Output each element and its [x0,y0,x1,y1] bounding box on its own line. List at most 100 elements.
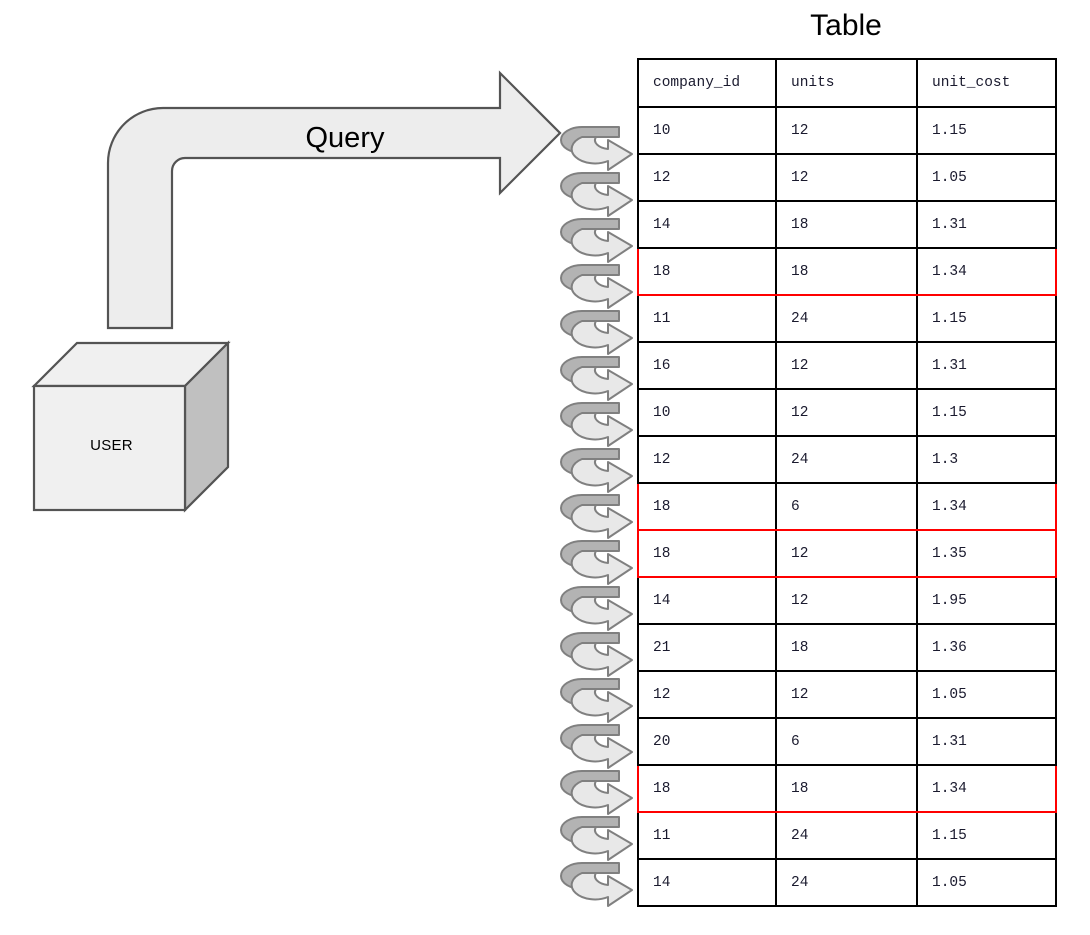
cell-unit-cost: 1.05 [916,153,1057,202]
spiral-coil [560,448,633,493]
cell-unit-cost: 1.31 [916,341,1057,390]
column-header-unit-cost: unit_cost [916,58,1057,108]
cell-units: 12 [775,341,918,390]
cell-company-id: 16 [637,341,777,390]
cell-company-id: 21 [637,623,777,672]
spiral-coil [560,172,633,217]
spiral-coil [560,540,633,585]
cell-company-id: 12 [637,153,777,202]
user-box-label: USER [90,437,133,454]
cell-units: 6 [775,717,918,766]
cell-unit-cost: 1.05 [916,858,1057,907]
cell-company-id: 12 [637,435,777,484]
cell-company-id: 18 [637,529,777,578]
table-header: company_id units unit_cost [637,58,1057,108]
spiral-coil [560,862,633,907]
cell-unit-cost: 1.95 [916,576,1057,625]
cell-units: 18 [775,623,918,672]
cell-units: 18 [775,247,918,296]
user-cube [31,340,231,513]
cell-unit-cost: 1.34 [916,247,1057,296]
cell-company-id: 14 [637,858,777,907]
spiral-coil [560,816,633,861]
cell-units: 18 [775,764,918,813]
spiral-coil [560,356,633,401]
cell-units: 24 [775,294,918,343]
cell-units: 6 [775,482,918,531]
cell-company-id: 11 [637,294,777,343]
spiral-coil [560,126,633,171]
spiral-coil [560,724,633,769]
column-header-company-id: company_id [637,58,777,108]
cell-company-id: 18 [637,247,777,296]
cell-units: 12 [775,153,918,202]
cell-company-id: 10 [637,106,777,155]
cell-unit-cost: 1.3 [916,435,1057,484]
spiral-coil [560,310,633,355]
cell-unit-cost: 1.15 [916,106,1057,155]
cell-units: 12 [775,106,918,155]
table-header-row: company_id units unit_cost [637,58,1057,108]
cell-units: 18 [775,200,918,249]
cell-unit-cost: 1.15 [916,388,1057,437]
spiral-coil [560,770,633,815]
spiral-coil [560,586,633,631]
cell-unit-cost: 1.31 [916,200,1057,249]
spiral-coil [560,402,633,447]
cell-units: 12 [775,529,918,578]
cell-company-id: 12 [637,670,777,719]
table-title: Table [810,9,882,42]
cell-company-id: 20 [637,717,777,766]
cell-company-id: 10 [637,388,777,437]
cell-unit-cost: 1.15 [916,811,1057,860]
query-arrow-label: Query [305,122,385,154]
cell-unit-cost: 1.34 [916,764,1057,813]
cell-unit-cost: 1.35 [916,529,1057,578]
cell-unit-cost: 1.05 [916,670,1057,719]
cell-units: 12 [775,388,918,437]
spiral-coil [560,678,633,723]
cell-company-id: 14 [637,576,777,625]
cell-unit-cost: 1.15 [916,294,1057,343]
spiral-coil [560,632,633,677]
cell-units: 24 [775,811,918,860]
cell-unit-cost: 1.31 [916,717,1057,766]
cell-unit-cost: 1.36 [916,623,1057,672]
spiral-coil [560,494,633,539]
cell-units: 24 [775,435,918,484]
spiral-coil [560,218,633,263]
query-arrow [106,70,562,330]
cell-units: 24 [775,858,918,907]
cell-unit-cost: 1.34 [916,482,1057,531]
cell-company-id: 18 [637,764,777,813]
cell-units: 12 [775,670,918,719]
iteration-spiral [560,126,633,907]
cell-units: 12 [775,576,918,625]
spiral-coil [560,264,633,309]
cell-company-id: 11 [637,811,777,860]
query-arrow-shape [106,70,562,330]
cube-front-face [32,384,187,512]
cell-company-id: 14 [637,200,777,249]
cell-company-id: 18 [637,482,777,531]
